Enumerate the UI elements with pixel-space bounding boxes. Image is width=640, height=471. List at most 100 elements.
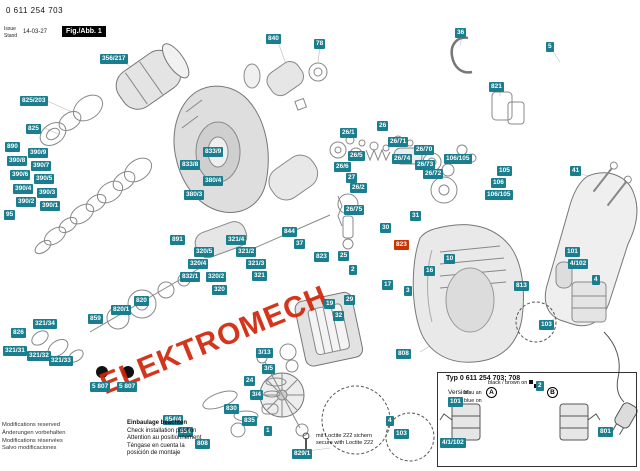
part-label-106-105: 106/105	[444, 154, 472, 164]
part-label-380-3: 380/3	[184, 190, 205, 200]
part-label-4: 4	[592, 275, 600, 285]
part-label-890: 890	[5, 142, 20, 152]
part-label-26-1: 26/1	[340, 128, 357, 138]
stand-label: Stand	[4, 32, 18, 39]
part-label-78: 78	[314, 39, 326, 49]
part-label-30: 30	[380, 223, 392, 233]
part-label-106-105: 106/105	[485, 190, 513, 200]
motor-housing-drawing	[412, 224, 524, 363]
part-label-390-8: 390/8	[7, 156, 28, 166]
part-label-26-74: 26/74	[392, 154, 413, 164]
issue-stand-label: Issue Stand	[4, 26, 17, 39]
part-label-36: 36	[455, 28, 467, 38]
upper-parts-drawing	[243, 61, 328, 111]
part-label-390-5: 390/5	[34, 174, 55, 184]
part-label-825: 825	[26, 124, 41, 134]
inset-switch-drawings	[439, 384, 601, 441]
part-label-5: 5	[546, 42, 554, 52]
wire-color-swatch	[529, 380, 534, 384]
version-a-badge: A	[486, 387, 497, 398]
variant-inset-box	[437, 372, 637, 467]
part-label-3-4: 3/4	[250, 390, 264, 400]
part-label-891: 891	[170, 235, 185, 245]
part-label-835: 835	[242, 416, 257, 426]
version-b-badge: B	[547, 387, 558, 398]
note-line: Änderungen vorbehalten	[2, 429, 66, 436]
part-label-25: 25	[338, 251, 350, 261]
part-label-321-34: 321/34	[33, 319, 57, 329]
part-label-32: 32	[333, 311, 345, 321]
part-label-321: 321	[252, 271, 267, 281]
part-label-17: 17	[382, 280, 394, 290]
part-label-825-203: 825/203	[20, 96, 48, 106]
part-label-41: 41	[570, 166, 582, 176]
part-label-390-6: 390/6	[10, 170, 31, 180]
part-label-26-71: 26/71	[388, 137, 409, 147]
figure-label: Fig./Abb. 1	[62, 26, 106, 37]
part-label-380-4: 380/4	[203, 176, 224, 186]
part-label-103: 103	[539, 320, 554, 330]
retaining-clip-drawing	[450, 36, 473, 74]
part-label-95: 95	[4, 210, 16, 220]
part-label-321-32: 321/32	[27, 351, 51, 361]
note-line: Salvo modificaciones	[2, 445, 57, 452]
part-label-801: 801	[598, 427, 613, 437]
part-label-390-7: 390/7	[31, 161, 52, 171]
note-line: Modifications reserved	[2, 422, 60, 428]
part-label-320: 320	[212, 285, 227, 295]
part-label-840: 840	[266, 34, 281, 44]
part-label-2: 2	[536, 381, 544, 391]
part-label-26-5: 26/5	[348, 151, 365, 161]
part-label-356-217: 356/217	[100, 54, 128, 64]
part-label-10: 10	[444, 254, 456, 264]
issue-date: 14-03-27	[23, 29, 48, 35]
cord-plug-drawing	[603, 331, 638, 436]
part-label-321-33: 321/33	[49, 356, 73, 366]
part-label-830: 830	[224, 404, 239, 414]
brush-holder-drawing	[491, 91, 525, 125]
note-line: mit Loctite 222 sichern	[316, 433, 372, 439]
part-label-390-9: 390/9	[28, 148, 49, 158]
part-label-5-807: 5 807	[117, 382, 138, 392]
part-label-321-4: 321/4	[226, 235, 247, 245]
part-label-27: 27	[346, 173, 358, 183]
part-label-320-2: 320/2	[206, 272, 227, 282]
chuck-drawing	[39, 43, 190, 146]
note-line: Einbaulage beachten	[127, 420, 188, 426]
wire-note: blue on	[464, 398, 482, 404]
part-label-4-102: 4/102	[568, 259, 589, 269]
issue-label: Issue	[4, 26, 16, 32]
part-label-859: 859	[88, 314, 103, 324]
part-label-19: 19	[324, 299, 336, 309]
part-label-321-2: 321/2	[236, 247, 257, 257]
part-label-808: 808	[195, 439, 210, 449]
inset-version-label: Version	[448, 389, 470, 396]
part-label-3: 3	[404, 286, 412, 296]
part-label-321-3: 321/3	[246, 259, 267, 269]
part-label-823: 823	[394, 240, 409, 250]
note-line: Attention au positionnement	[127, 435, 202, 441]
part-label-103: 103	[394, 429, 409, 439]
wire-note: blau an	[464, 390, 482, 396]
screws-drawing	[592, 161, 632, 207]
part-label-832-1: 832/1	[180, 272, 201, 282]
part-label-833-9: 833/9	[203, 147, 224, 157]
part-label-808: 808	[396, 349, 411, 359]
note-line: Modifications réservées	[2, 437, 63, 444]
part-label-820-1: 820/1	[111, 305, 132, 315]
ring-stack-drawing	[34, 157, 153, 255]
part-label-106: 106	[491, 178, 506, 188]
note-line: secure with Loctite 222	[316, 440, 374, 447]
handle-drawing	[544, 172, 638, 327]
part-label-24: 24	[244, 376, 256, 386]
part-label-844: 844	[282, 227, 297, 237]
part-label-1: 1	[264, 426, 272, 436]
part-label-26-73: 26/73	[415, 160, 436, 170]
part-label-390-3: 390/3	[37, 188, 58, 198]
part-label-321-31: 321/31	[3, 346, 27, 356]
part-label-813: 813	[514, 281, 529, 291]
